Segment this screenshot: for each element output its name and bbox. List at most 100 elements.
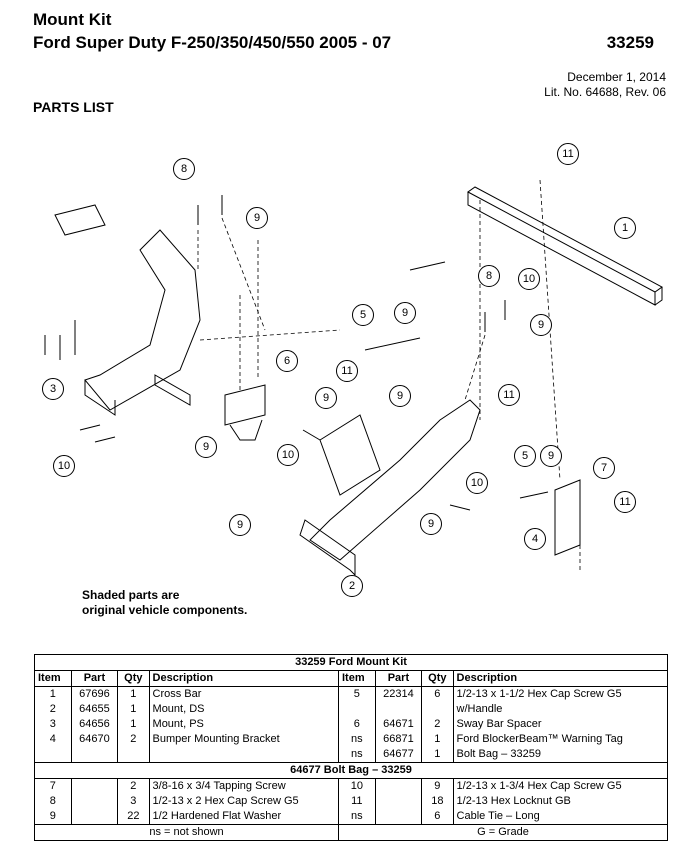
cell-item: 10 xyxy=(338,778,376,794)
cell-desc: 1/2 Hardened Flat Washer xyxy=(148,809,339,825)
section-title: PARTS LIST xyxy=(33,99,114,115)
callout-item: 9 xyxy=(246,207,268,229)
table-title: 33259 Ford Mount Kit xyxy=(34,654,668,671)
cell-qty: 1 xyxy=(117,686,150,702)
cell-desc: w/Handle xyxy=(452,702,669,717)
cell-desc: Cross Bar xyxy=(148,686,339,702)
callout-item: 10 xyxy=(277,444,299,466)
cell-part: 67696 xyxy=(70,686,118,702)
cell-part: 64656 xyxy=(70,717,118,732)
callout-item: 8 xyxy=(478,265,500,287)
cell-desc: Cable Tie – Long xyxy=(452,809,669,825)
table-row: 4 64670 2 Bumper Mounting Bracket ns 668… xyxy=(34,732,669,747)
callout-item: 3 xyxy=(42,378,64,400)
cell-part: 22314 xyxy=(374,686,422,702)
cell-qty xyxy=(117,747,150,763)
cell-part xyxy=(374,778,422,794)
cell-desc: Mount, DS xyxy=(148,702,339,717)
cell-desc: 1/2-13 x 2 Hex Cap Screw G5 xyxy=(148,794,339,809)
cell-part xyxy=(70,778,118,794)
table-row: 9 22 1/2 Hardened Flat Washer ns 6 Cable… xyxy=(34,809,669,825)
callout-item: 9 xyxy=(195,436,217,458)
table-row: 1 67696 1 Cross Bar 5 22314 6 1/2-13 x 1… xyxy=(34,686,669,702)
cell-qty: 6 xyxy=(421,809,454,825)
callout-item: 11 xyxy=(336,360,358,382)
cell-qty: 22 xyxy=(117,809,150,825)
cell-item xyxy=(338,702,376,717)
callout-item: 9 xyxy=(420,513,442,535)
cell-item: 7 xyxy=(34,778,72,794)
callout-item: 1 xyxy=(614,217,636,239)
cell-item: 4 xyxy=(34,732,72,747)
cell-desc: Mount, PS xyxy=(148,717,339,732)
note-line1: Shaded parts are xyxy=(82,588,180,602)
cell-item: 9 xyxy=(34,809,72,825)
cell-qty: 6 xyxy=(421,686,454,702)
cell-desc: 1/2-13 x 1-3/4 Hex Cap Screw G5 xyxy=(452,778,669,794)
callout-item: 9 xyxy=(229,514,251,536)
cell-part: 64655 xyxy=(70,702,118,717)
table-row: 8 3 1/2-13 x 2 Hex Cap Screw G5 11 18 1/… xyxy=(34,794,669,809)
cell-item: 11 xyxy=(338,794,376,809)
cell-desc: Ford BlockerBeam™ Warning Tag xyxy=(452,732,669,747)
cell-item: ns xyxy=(338,747,376,763)
callout-item: 5 xyxy=(514,445,536,467)
doc-title-line2: Ford Super Duty F-250/350/450/550 2005 -… xyxy=(33,33,392,52)
cell-item: 3 xyxy=(34,717,72,732)
callout-item: 9 xyxy=(394,302,416,324)
callout-item: 9 xyxy=(315,387,337,409)
cell-qty: 2 xyxy=(421,717,454,732)
cell-qty: 1 xyxy=(421,732,454,747)
callout-item: 7 xyxy=(593,457,615,479)
col-header-item: Item xyxy=(34,670,72,687)
footer-grade-note: G = Grade xyxy=(338,824,668,841)
col-header-desc: Description xyxy=(148,670,339,687)
callout-item: 2 xyxy=(341,575,363,597)
col-header-qty: Qty xyxy=(117,670,150,687)
cell-qty: 18 xyxy=(421,794,454,809)
bolt-bag-title: 64677 Bolt Bag – 33259 xyxy=(34,762,668,779)
callout-item: 9 xyxy=(540,445,562,467)
callout-item: 10 xyxy=(53,455,75,477)
cell-qty: 3 xyxy=(117,794,150,809)
cell-part xyxy=(374,809,422,825)
cell-item: ns xyxy=(338,732,376,747)
callout-item: 9 xyxy=(530,314,552,336)
cell-item: 1 xyxy=(34,686,72,702)
cell-qty: 1 xyxy=(117,702,150,717)
cell-qty xyxy=(421,702,454,717)
kit-number: 33259 xyxy=(606,33,654,52)
callout-item: 11 xyxy=(498,384,520,406)
col-header-qty: Qty xyxy=(421,670,454,687)
callout-item: 10 xyxy=(466,472,488,494)
lit-number: Lit. No. 64688, Rev. 06 xyxy=(544,85,666,99)
cell-item: ns xyxy=(338,809,376,825)
callout-item: 9 xyxy=(389,385,411,407)
exploded-parts-diagram xyxy=(44,179,663,577)
cell-qty: 9 xyxy=(421,778,454,794)
callout-item: 5 xyxy=(352,304,374,326)
cell-qty: 1 xyxy=(421,747,454,763)
callout-item: 4 xyxy=(524,528,546,550)
cell-item: 6 xyxy=(338,717,376,732)
cell-qty: 2 xyxy=(117,732,150,747)
doc-date: December 1, 2014 xyxy=(567,70,666,84)
table-row: 7 2 3/8-16 x 3/4 Tapping Screw 10 9 1/2-… xyxy=(34,778,669,794)
col-header-desc: Description xyxy=(452,670,669,687)
cell-desc: 1/2-13 Hex Locknut GB xyxy=(452,794,669,809)
cell-qty: 2 xyxy=(117,778,150,794)
doc-title-line1: Mount Kit xyxy=(33,10,112,29)
cell-part xyxy=(374,702,422,717)
callout-item: 11 xyxy=(557,143,579,165)
cell-desc: Sway Bar Spacer xyxy=(452,717,669,732)
cell-desc: 3/8-16 x 3/4 Tapping Screw xyxy=(148,778,339,794)
cell-item: 8 xyxy=(34,794,72,809)
note-line2: original vehicle components. xyxy=(82,603,248,617)
cell-part: 64670 xyxy=(70,732,118,747)
cell-part xyxy=(70,809,118,825)
table-row: ns 64677 1 Bolt Bag – 33259 xyxy=(34,747,669,763)
cell-desc: Bolt Bag – 33259 xyxy=(452,747,669,763)
cell-part: 64671 xyxy=(374,717,422,732)
table-row: 3 64656 1 Mount, PS 6 64671 2 Sway Bar S… xyxy=(34,717,669,732)
cell-item: 5 xyxy=(338,686,376,702)
